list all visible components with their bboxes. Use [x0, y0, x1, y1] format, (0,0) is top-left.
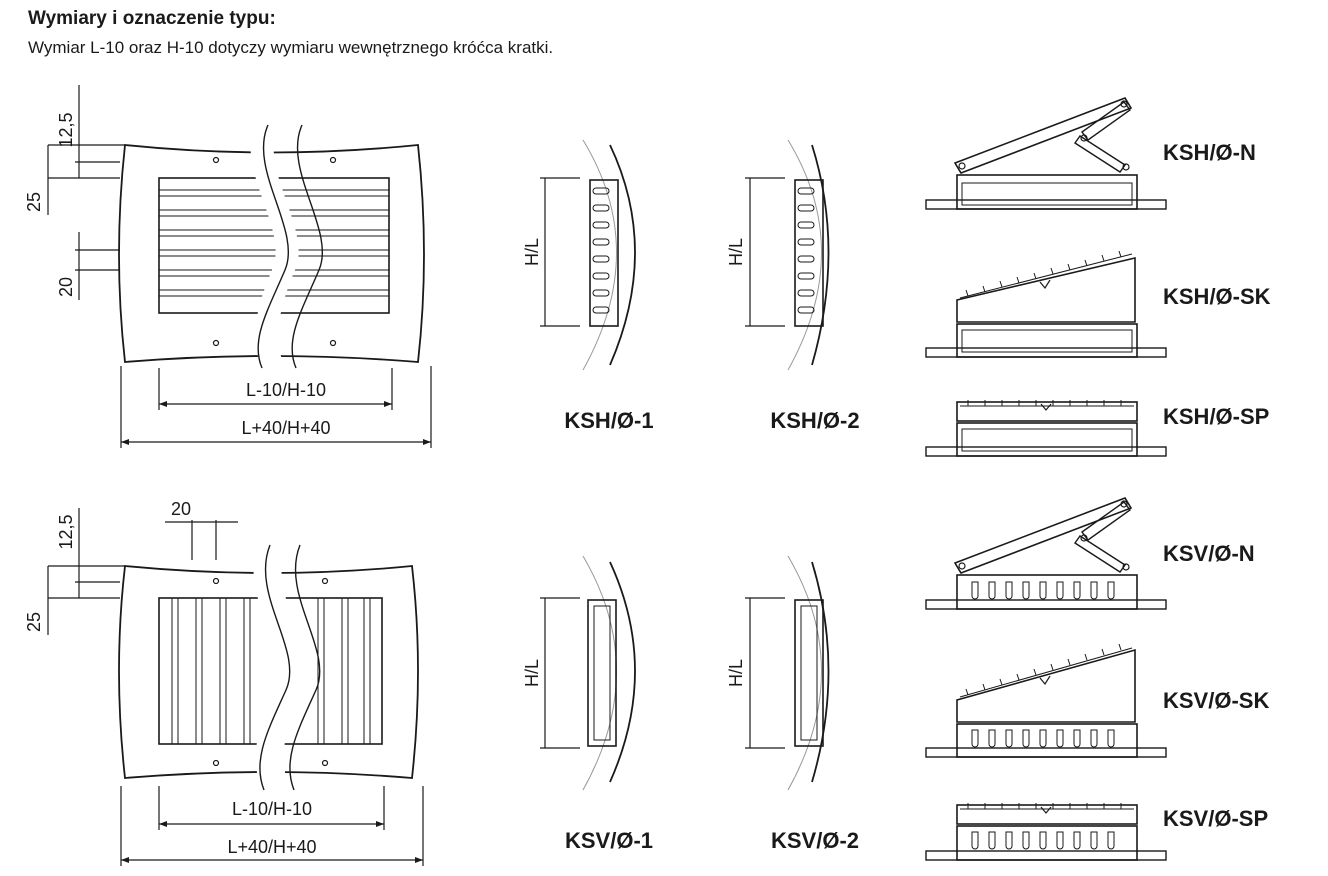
- label-ksh-sp: KSH/Ø-SP: [1163, 404, 1269, 429]
- dim-20-top: 20: [56, 277, 76, 297]
- dim-12-5-top: 12,5: [56, 112, 76, 147]
- label-ksh2: KSH/Ø-2: [770, 408, 859, 433]
- dim-hl-ksv1: H/L: [522, 659, 542, 687]
- label-ksh-sk: KSH/Ø-SK: [1163, 284, 1271, 309]
- label-ksh1: KSH/Ø-1: [564, 408, 653, 433]
- side-view-ksv1: [540, 555, 636, 791]
- side-view-ksv2: [745, 555, 830, 791]
- side-view-ksh2: [745, 139, 830, 371]
- dim-20-bottom: 20: [171, 499, 191, 519]
- page-title: Wymiary i oznaczenie typu:: [28, 8, 276, 29]
- variant-ksh-sp: [925, 400, 1167, 457]
- dim-inner-top: L-10/H-10: [246, 380, 326, 400]
- variant-ksh-sk: [925, 250, 1167, 358]
- dim-hl-ksh1: H/L: [522, 238, 542, 266]
- front-view-vertical: [47, 508, 424, 866]
- dim-outer-top: L+40/H+40: [241, 418, 330, 438]
- dim-hl-ksh2: H/L: [726, 238, 746, 266]
- variant-ksv-sp: [925, 803, 1167, 861]
- dim-outer-bottom: L+40/H+40: [227, 837, 316, 857]
- label-ksv2: KSV/Ø-2: [771, 828, 859, 853]
- dim-inner-bottom: L-10/H-10: [232, 799, 312, 819]
- dim-hl-ksv2: H/L: [726, 659, 746, 687]
- page-subtitle: Wymiar L-10 oraz H-10 dotyczy wymiaru we…: [28, 38, 554, 57]
- label-ksv-n: KSV/Ø-N: [1163, 541, 1255, 566]
- side-view-ksh1: [540, 139, 636, 371]
- label-ksv-sp: KSV/Ø-SP: [1163, 806, 1268, 831]
- dim-12-5-bottom: 12,5: [56, 514, 76, 549]
- label-ksh-n: KSH/Ø-N: [1163, 140, 1256, 165]
- variant-ksv-n: [925, 497, 1167, 610]
- dim-25-bottom: 25: [24, 612, 44, 632]
- front-view-horizontal: [47, 85, 432, 448]
- variant-ksv-sk: [925, 643, 1167, 758]
- label-ksv-sk: KSV/Ø-SK: [1163, 688, 1269, 713]
- dim-25-top: 25: [24, 192, 44, 212]
- variant-ksh-n: [925, 97, 1167, 210]
- label-ksv1: KSV/Ø-1: [565, 828, 653, 853]
